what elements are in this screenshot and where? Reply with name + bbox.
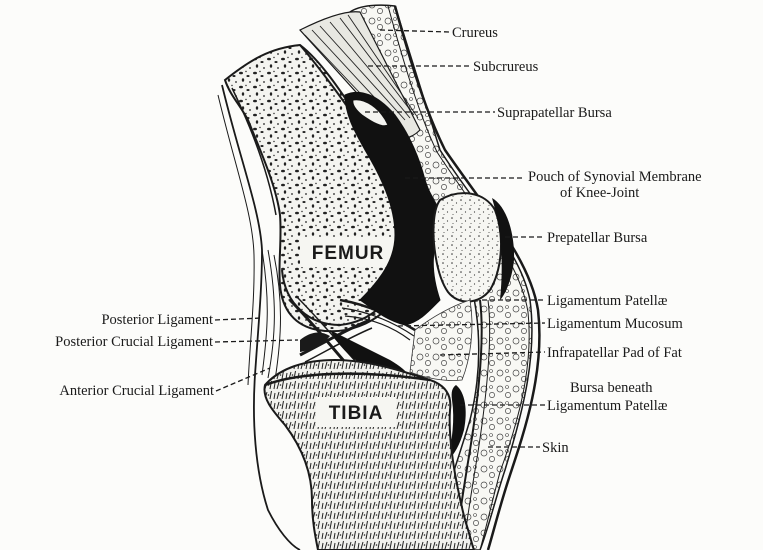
leader-anterior-crucial bbox=[216, 368, 270, 391]
label-infrapatellar-pad: Infrapatellar Pad of Fat bbox=[547, 345, 682, 361]
label-ligamentum-patellae: Ligamentum Patellæ bbox=[547, 293, 668, 309]
label-posterior-ligament: Posterior Ligament bbox=[101, 312, 213, 328]
leader-posterior-ligament bbox=[215, 318, 262, 320]
tibia-bone bbox=[264, 360, 474, 550]
label-subcrureus: Subcrureus bbox=[473, 59, 539, 75]
tibia-label: TIBIA bbox=[329, 403, 384, 424]
posterior-ligament bbox=[262, 250, 281, 380]
label-prepatellar-bursa: Prepatellar Bursa bbox=[547, 230, 648, 246]
label-bursa-beneath-line1: Bursa beneath bbox=[570, 380, 653, 396]
label-bursa-beneath-line2: Ligamentum Patellæ bbox=[547, 398, 668, 414]
label-posterior-crucial-ligament: Posterior Crucial Ligament bbox=[55, 334, 213, 350]
label-suprapatellar-bursa: Suprapatellar Bursa bbox=[497, 105, 612, 121]
label-skin: Skin bbox=[542, 440, 569, 456]
label-pouch-line2: of Knee-Joint bbox=[560, 185, 639, 201]
patella-bone bbox=[434, 193, 502, 301]
label-ligamentum-mucosum: Ligamentum Mucosum bbox=[547, 316, 683, 332]
label-pouch-line1: Pouch of Synovial Membrane bbox=[528, 169, 702, 185]
femur-label: FEMUR bbox=[312, 243, 385, 264]
label-crureus: Crureus bbox=[452, 25, 498, 41]
label-anterior-crucial-ligament: Anterior Crucial Ligament bbox=[59, 383, 214, 399]
